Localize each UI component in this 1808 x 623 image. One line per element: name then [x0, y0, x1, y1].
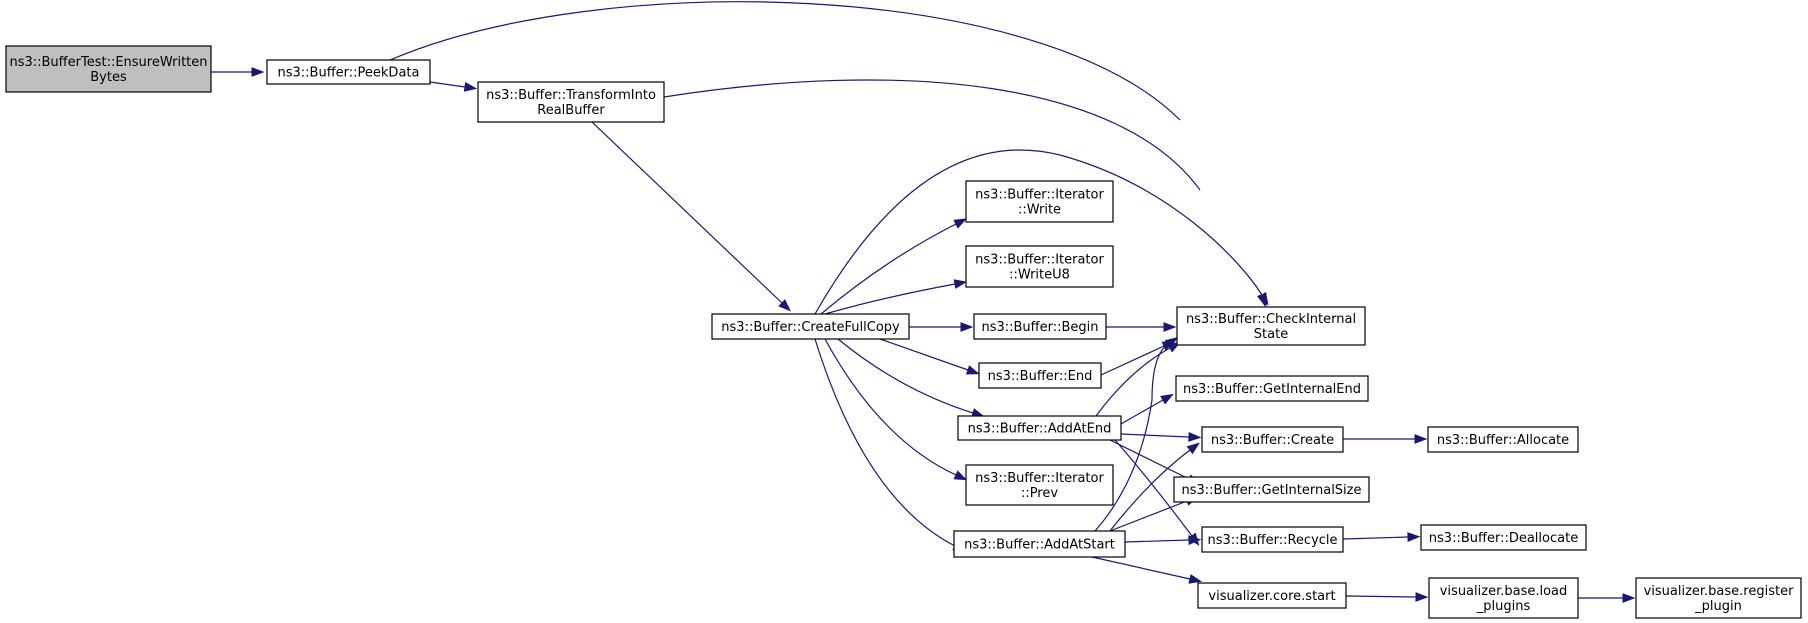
node-load-plugins[interactable]: visualizer.base.load_plugins — [1428, 577, 1579, 619]
node-add-at-start[interactable]: ns3::Buffer::AddAtStart — [953, 530, 1126, 558]
node-box — [965, 464, 1114, 506]
edge-add-at-end-to-get-internal-end — [1120, 393, 1174, 425]
edge-create-full-copy-to-add-at-end — [837, 338, 985, 418]
edge-create-to-allocate — [1343, 434, 1428, 444]
node-label: visualizer.base.load — [1440, 584, 1568, 599]
edge-add-at-start-to-recycle — [1124, 535, 1202, 545]
node-box — [1201, 526, 1344, 553]
edge-add-at-end-to-create — [1120, 432, 1202, 442]
node-label: ns3::Buffer::AddAtEnd — [968, 422, 1112, 437]
edge-create-full-copy-to-iterator-prev — [824, 338, 968, 481]
edge-transform-into-real-buffer-to-check-internal-state — [663, 79, 1267, 307]
node-box — [978, 362, 1102, 389]
edge-create-full-copy-to-begin — [909, 322, 974, 332]
node-label: visualizer.base.register — [1644, 584, 1795, 599]
node-box — [1635, 577, 1802, 619]
edge-begin-to-check-internal-state — [1106, 322, 1177, 332]
edge-ensure-written-bytes-to-peek-data — [211, 67, 265, 77]
node-iterator-write-u8[interactable]: ns3::Buffer::Iterator::WriteU8 — [965, 245, 1114, 288]
node-label: ::WriteU8 — [1009, 268, 1070, 283]
edge-create-full-copy-to-iterator-write — [820, 218, 968, 315]
edge-create-full-copy-to-add-at-start — [814, 338, 967, 552]
node-register-plugin[interactable]: visualizer.base.register_plugin — [1635, 577, 1802, 619]
node-label: ns3::Buffer::Iterator — [975, 188, 1104, 203]
node-box — [965, 180, 1114, 223]
node-label: ns3::Buffer::CheckInternal — [1186, 312, 1356, 327]
node-box — [711, 313, 910, 340]
node-get-internal-size[interactable]: ns3::Buffer::GetInternalSize — [1173, 476, 1370, 503]
node-deallocate[interactable]: ns3::Buffer::Deallocate — [1420, 524, 1587, 551]
node-label: ns3::Buffer::AddAtStart — [964, 538, 1115, 553]
edge-create-full-copy-to-end — [879, 338, 980, 375]
node-label: _plugin — [1694, 599, 1742, 614]
edge-peek-data-to-check-internal-state — [389, 1, 1267, 307]
node-core-start[interactable]: visualizer.core.start — [1197, 582, 1347, 609]
node-label: RealBuffer — [537, 103, 605, 118]
node-iterator-write[interactable]: ns3::Buffer::Iterator::Write — [965, 180, 1114, 223]
node-box — [1173, 476, 1370, 503]
node-box — [1197, 582, 1347, 609]
edge-create-full-copy-to-iterator-write-u8 — [824, 279, 968, 315]
call-graph-edges — [211, 1, 1636, 603]
node-end[interactable]: ns3::Buffer::End — [978, 362, 1102, 389]
node-peek-data[interactable]: ns3::Buffer::PeekData — [266, 59, 431, 85]
node-box — [953, 530, 1126, 558]
node-label: ns3::Buffer::Deallocate — [1429, 531, 1578, 546]
node-box — [266, 59, 431, 85]
node-box — [5, 45, 212, 93]
node-label: ns3::Buffer::Recycle — [1207, 533, 1337, 548]
edge-create-full-copy-to-check-internal-state — [814, 149, 1269, 315]
node-label: _plugins — [1476, 599, 1531, 614]
node-label: ns3::Buffer::TransformInto — [486, 88, 656, 103]
node-begin[interactable]: ns3::Buffer::Begin — [973, 313, 1107, 340]
node-iterator-prev[interactable]: ns3::Buffer::Iterator::Prev — [965, 464, 1114, 506]
node-box — [957, 415, 1122, 441]
node-add-at-end[interactable]: ns3::Buffer::AddAtEnd — [957, 415, 1122, 441]
node-box — [965, 245, 1114, 288]
edge-load-plugins-to-register-plugin — [1578, 593, 1636, 603]
edge-add-at-start-to-core-start — [1091, 556, 1203, 584]
node-recycle[interactable]: ns3::Buffer::Recycle — [1201, 526, 1344, 553]
node-box — [1201, 426, 1344, 453]
node-label: ns3::Buffer::Allocate — [1437, 433, 1569, 448]
node-label: ns3::Buffer::Begin — [981, 320, 1098, 335]
node-label: ns3::Buffer::GetInternalEnd — [1183, 382, 1361, 397]
node-box — [1420, 524, 1587, 551]
edge-transform-into-real-buffer-to-create-full-copy — [591, 121, 791, 312]
node-allocate[interactable]: ns3::Buffer::Allocate — [1427, 426, 1579, 453]
node-label: ns3::Buffer::CreateFullCopy — [721, 320, 900, 335]
node-label: ns3::Buffer::GetInternalSize — [1182, 483, 1362, 498]
node-get-internal-end[interactable]: ns3::Buffer::GetInternalEnd — [1175, 375, 1369, 402]
node-box — [477, 81, 665, 123]
node-label: visualizer.core.start — [1208, 589, 1335, 604]
node-label: ns3::Buffer::End — [988, 369, 1093, 384]
node-label: Bytes — [90, 70, 127, 85]
node-label: ns3::Buffer::PeekData — [278, 66, 420, 81]
node-label: ns3::Buffer::Iterator — [975, 471, 1104, 486]
node-box — [1176, 306, 1366, 346]
node-box — [973, 313, 1107, 340]
edge-add-at-start-to-check-internal-state — [1094, 336, 1179, 532]
node-label: State — [1254, 327, 1288, 342]
node-box — [1428, 577, 1579, 619]
node-create-full-copy[interactable]: ns3::Buffer::CreateFullCopy — [711, 313, 910, 340]
node-label: ::Prev — [1021, 486, 1058, 501]
node-label: ns3::Buffer::Create — [1211, 433, 1334, 448]
edge-core-start-to-load-plugins — [1345, 592, 1429, 602]
edge-peek-data-to-transform-into-real-buffer — [429, 81, 478, 92]
edge-add-at-end-to-check-internal-state — [1095, 342, 1181, 417]
node-create[interactable]: ns3::Buffer::Create — [1201, 426, 1344, 453]
edge-add-at-start-to-create — [1109, 442, 1200, 532]
node-label: ::Write — [1018, 203, 1061, 218]
node-label: ns3::Buffer::Iterator — [975, 253, 1104, 268]
node-box — [1427, 426, 1579, 453]
node-label: ns3::BufferTest::EnsureWritten — [9, 55, 207, 70]
edge-recycle-to-deallocate — [1342, 532, 1421, 542]
node-box — [1175, 375, 1369, 402]
